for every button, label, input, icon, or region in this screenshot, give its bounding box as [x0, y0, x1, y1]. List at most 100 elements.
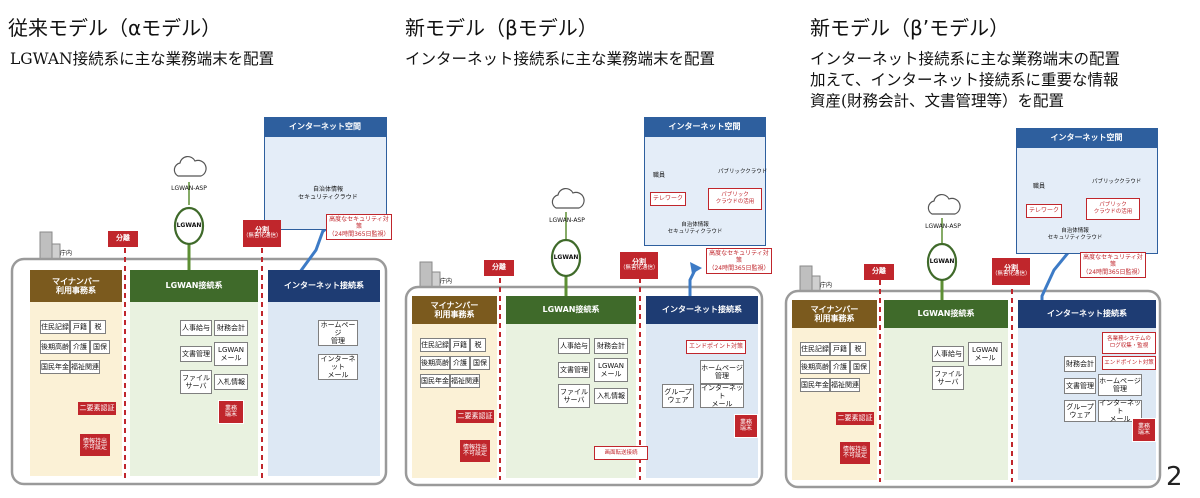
beta-prime-separation-label: 分離	[864, 264, 894, 280]
beta-prime-lgwan-header: LGWAN接続系	[884, 300, 1008, 328]
lgwan-item: 人事給与	[932, 346, 964, 362]
internet-item: 財務会計	[1064, 356, 1096, 372]
internet-item: インターネット メール	[318, 354, 358, 380]
mynumber-item: 福祉関連	[450, 374, 480, 388]
alpha-internet-header: インターネット接続系	[268, 270, 380, 302]
beta-lgwan-label: LGWAN	[553, 254, 579, 261]
lgwan-item: 文書管理	[558, 362, 590, 378]
lgwan-asp-cloud-icon	[551, 187, 585, 209]
beta-internet-header: インターネット接続系	[646, 296, 758, 324]
beta-internet-space-header: インターネット空間	[644, 117, 765, 137]
lgwan-item: LGWAN メール	[214, 342, 248, 366]
beta-diagram: インターネット空間 職員 パブリッククラウド テレワーク パブリッククラウドの活…	[400, 0, 790, 498]
lgwan-item: 財務会計	[214, 320, 248, 336]
beta-prime-internet-header: インターネット接続系	[1018, 300, 1156, 328]
beta-info-lock-label: 情報持出不可設定	[460, 440, 490, 462]
office-building-icon	[39, 231, 61, 261]
beta-prime-telework-label: テレワーク	[1026, 204, 1062, 218]
beta-staff-label: 職員	[653, 172, 666, 179]
alpha-info-lock-label: 情報持出不可設定	[80, 434, 110, 456]
lgwan-item: 入札情報	[594, 388, 628, 404]
beta-screen-transfer-label: 画面転送接続	[594, 446, 648, 460]
beta-prime-info-lock-label: 情報持出不可設定	[840, 442, 870, 464]
mynumber-item: 後期高齢	[800, 360, 830, 374]
mynumber-item: 福祉関連	[70, 360, 100, 374]
lgwan-item: ファイル サーバ	[558, 384, 590, 408]
beta-prime-two-factor-label: 二要素認証	[836, 412, 874, 425]
beta-lgwan-asp-label: LGWAN-ASP	[549, 217, 585, 224]
beta-separation-detox-label: 分割（無害化通信）	[620, 252, 659, 279]
alpha-security-measures: 高度なセキュリティ対策（24時間365日監視）	[326, 214, 392, 240]
mynumber-item: 戸籍	[450, 338, 470, 352]
alpha-security-cloud-label: 自治体情報セキュリティクラウド	[298, 186, 358, 201]
alpha-separation-detox-label: 分割（無害化通信）	[243, 220, 282, 247]
alpha-office-label: 庁内	[60, 250, 73, 257]
beta-prime-business-terminal-label: 業務端末	[1132, 418, 1156, 442]
office-building-icon	[799, 265, 821, 293]
office-building-icon	[419, 261, 441, 289]
mynumber-item: 戸籍	[70, 320, 90, 334]
beta-prime-internet-space-header: インターネット空間	[1016, 128, 1157, 148]
lgwan-asp-cloud-icon	[173, 155, 207, 177]
beta-title: 新モデル（βモデル）	[405, 16, 598, 40]
mynumber-item: 税	[470, 338, 486, 352]
lgwan-item: 人事給与	[558, 338, 590, 354]
mynumber-item: 介護	[830, 360, 850, 374]
beta-prime-staff-label: 職員	[1033, 183, 1046, 190]
beta-prime-mynumber-header: マイナンバー利用事務系	[792, 300, 877, 328]
lgwan-item: ファイル サーバ	[932, 366, 964, 390]
lgwan-item: 財務会計	[594, 338, 628, 354]
beta-prime-public-cloud-use-label: パブリッククラウドの活用	[1086, 198, 1140, 220]
mynumber-item: 税	[850, 342, 866, 356]
lgwan-item: LGWAN メール	[968, 342, 1002, 366]
mynumber-item: 介護	[450, 356, 470, 370]
page-number: 2	[1166, 462, 1183, 492]
internet-item: グループ ウェア	[662, 384, 694, 408]
mynumber-item: 福祉関連	[830, 378, 860, 392]
mynumber-item: 戸籍	[830, 342, 850, 356]
alpha-internet-space-header: インターネット空間	[264, 117, 386, 137]
alpha-mynumber-header: マイナンバー利用事務系	[30, 270, 122, 302]
alpha-title: 従来モデル（αモデル）	[8, 16, 222, 40]
beta-prime-office-label: 庁内	[820, 282, 833, 289]
beta-prime-security-measures: 高度なセキュリティ対策（24時間365日監視）	[1080, 252, 1146, 278]
alpha-diagram: インターネット空間 自治体情報セキュリティクラウド 高度なセキュリティ対策（24…	[0, 0, 392, 498]
beta-subtitle: インターネット接続系に主な業務端末を配置	[405, 50, 716, 68]
lgwan-item: 人事給与	[180, 320, 212, 336]
beta-endpoint-label: エンドポイント対策	[686, 340, 746, 354]
alpha-lgwan-asp-label: LGWAN-ASP	[171, 185, 207, 192]
mynumber-item: 国民年金	[800, 378, 830, 392]
beta-mynumber-header: マイナンバー利用事務系	[412, 296, 497, 324]
internet-item: インターネット メール	[700, 383, 744, 409]
lgwan-item: 入札情報	[214, 374, 248, 390]
beta-prime-public-cloud-label: パブリッククラウド	[1092, 179, 1142, 185]
mynumber-item: 国保	[470, 356, 490, 370]
beta-business-terminal-label: 業務端末	[734, 414, 758, 438]
beta-telework-label: テレワーク	[650, 192, 686, 206]
alpha-subtitle: LGWAN接続系に主な業務端末を配置	[10, 50, 275, 68]
beta-prime-separation-detox-label: 分割（無害化通信）	[992, 258, 1031, 285]
alpha-two-factor-label: 二要素認証	[78, 402, 116, 415]
mynumber-item: 国保	[850, 360, 870, 374]
beta-office-label: 庁内	[440, 278, 453, 285]
alpha-business-terminal-label: 業務端末	[218, 400, 244, 424]
mynumber-item: 税	[90, 320, 106, 334]
beta-prime-endpoint-label: エンドポイント対策	[1102, 356, 1156, 370]
beta-two-factor-label: 二要素認証	[456, 410, 494, 423]
mynumber-item: 国保	[90, 340, 110, 354]
beta-prime-subtitle: インターネット接続系に主な業務端末の配置 加えて、インターネット接続系に重要な情…	[810, 50, 1121, 110]
beta-security-measures: 高度なセキュリティ対策（24時間365日監視）	[706, 248, 772, 274]
beta-public-cloud-label: パブリッククラウド	[718, 169, 768, 175]
internet-item: ホームページ 管理	[318, 320, 358, 346]
mynumber-item: 住民記録	[800, 342, 830, 356]
beta-prime-diagram: インターネット空間 職員 パブリッククラウド テレワーク パブリッククラウドの活…	[780, 0, 1200, 498]
beta-prime-lgwan-asp-label: LGWAN-ASP	[925, 223, 961, 230]
beta-internet-space	[644, 117, 766, 246]
lgwan-item: 文書管理	[180, 346, 212, 362]
lgwan-item: LGWAN メール	[594, 358, 628, 382]
mynumber-item: 後期高齢	[40, 340, 70, 354]
beta-prime-lgwan-zone	[884, 300, 1008, 480]
beta-prime-security-cloud-label: 自治体情報セキュリティクラウド	[1047, 228, 1103, 241]
internet-item: インターネット メール	[1098, 398, 1142, 424]
alpha-lgwan-label: LGWAN	[176, 222, 202, 229]
